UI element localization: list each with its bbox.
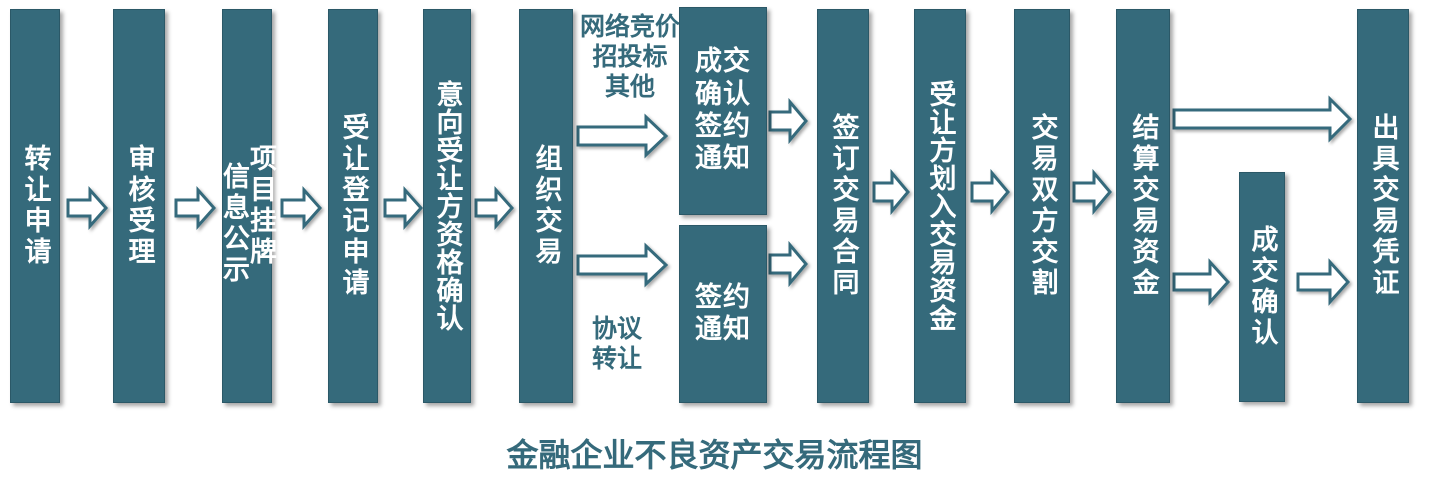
arrow-13: [1172, 258, 1231, 306]
diagram-title: 金融企业不良资产交易流程图: [506, 436, 923, 474]
arrow-8: [768, 240, 808, 288]
box-label: 签约 通知: [695, 281, 751, 345]
box-label: 交易双方交割: [1026, 113, 1058, 299]
box-transferee-registration: 受让登记申请: [328, 9, 378, 403]
arrow-11: [1072, 168, 1112, 216]
box-sign-notice: 签约 通知: [679, 225, 767, 403]
box-transfer-application: 转让申请: [10, 9, 60, 403]
box-label: 受让方划入交易资金: [924, 80, 956, 332]
arrow-4: [383, 186, 424, 230]
box-transferee-deposit-funds: 受让方划入交易资金: [914, 9, 966, 403]
arrow-1: [66, 186, 109, 230]
box-both-parties-handover: 交易双方交割: [1014, 9, 1070, 403]
box-label: 转让申请: [19, 144, 51, 268]
box-settle-funds: 结算交易资金: [1116, 9, 1170, 403]
box-review-accept: 审核受理: [113, 9, 165, 403]
box-organize-trading: 组织交易: [519, 9, 573, 403]
box-deal-confirmation: 成交确认: [1239, 172, 1285, 402]
arrow-long: [1172, 95, 1353, 143]
box-listing-disclosure: 项目挂牌 信息公示: [218, 9, 276, 403]
arrow-10: [970, 168, 1010, 216]
box-label: 意向受让方资格确认: [431, 80, 463, 332]
box-label: 受让登记申请: [337, 113, 369, 299]
arrow-14: [1296, 258, 1351, 306]
box-label: 出具交易凭证: [1367, 113, 1399, 299]
arrow-3: [280, 186, 323, 230]
box-label: 项目挂牌 信息公示: [218, 144, 276, 286]
arrow-7: [768, 97, 808, 145]
arrow-lower: [576, 242, 669, 288]
box-label: 签订交易合同: [827, 113, 859, 299]
arrow-2: [174, 186, 217, 230]
box-issue-certificate: 出具交易凭证: [1357, 9, 1409, 403]
box-label: 组织交易: [530, 144, 562, 268]
box-qualification-confirm: 意向受让方资格确认: [423, 9, 471, 403]
label-agreement-transfer: 协议 转让: [591, 314, 642, 373]
box-sign-contract: 签订交易合同: [817, 9, 869, 403]
arrow-9: [872, 168, 910, 216]
label-bidding-methods: 网络竞价 招投标 其他: [579, 12, 680, 101]
box-label: 审核受理: [123, 144, 155, 268]
arrow-upper: [576, 113, 669, 159]
box-label: 结算交易资金: [1127, 113, 1159, 299]
box-deal-confirm-sign-notice: 成交 确认 签约 通知: [679, 7, 767, 215]
box-label: 成交确认: [1246, 225, 1278, 349]
arrow-5: [474, 186, 515, 230]
box-label: 成交 确认 签约 通知: [695, 46, 751, 175]
